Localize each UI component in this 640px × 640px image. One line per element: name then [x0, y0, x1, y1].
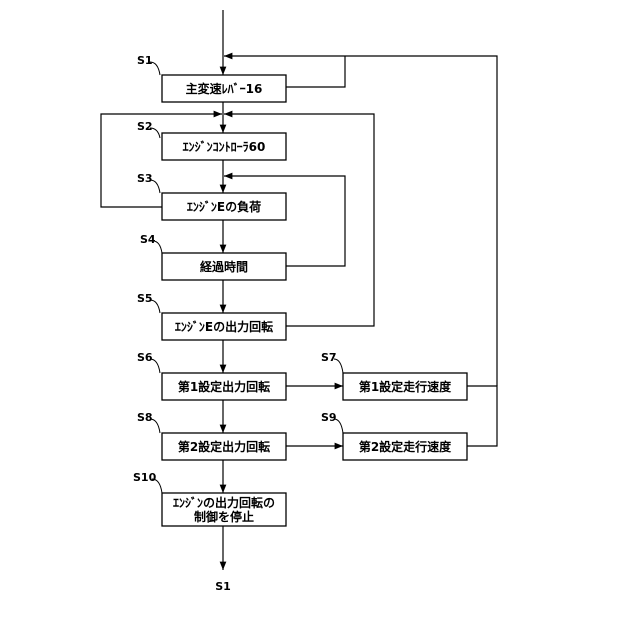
label-s8: S8 — [137, 411, 153, 424]
text-s5: ｴﾝｼﾞﾝEの出力回転 — [175, 319, 273, 334]
text-s8: 第2設定出力回転 — [178, 439, 270, 454]
feedback-s1-loop — [286, 56, 345, 87]
label-s2: S2 — [137, 120, 153, 133]
text-s7: 第1設定走行速度 — [359, 379, 452, 394]
text-s2: ｴﾝｼﾞﾝｺﾝﾄﾛｰﾗ60 — [183, 139, 266, 154]
label-s9: S9 — [321, 411, 337, 424]
text-s4: 経過時間 — [200, 259, 248, 274]
label-s5: S5 — [137, 292, 153, 305]
label-s6: S6 — [137, 351, 153, 364]
label-s10: S10 — [133, 471, 157, 484]
end-label: S1 — [215, 580, 231, 593]
label-s7: S7 — [321, 351, 337, 364]
text-s1: 主変速ﾚﾊﾞｰ16 — [186, 81, 263, 96]
label-s3: S3 — [137, 172, 153, 185]
text-s6: 第1設定出力回転 — [178, 379, 270, 394]
text-s3: ｴﾝｼﾞﾝEの負荷 — [187, 199, 261, 214]
text-s10-line1: ｴﾝｼﾞﾝの出力回転の — [173, 495, 275, 510]
label-s1: S1 — [137, 54, 153, 67]
feedback-s7-s9-to-s1 — [467, 386, 497, 446]
text-s10-line2: 制御を停止 — [194, 509, 254, 524]
label-s4: S4 — [140, 233, 156, 246]
text-s9: 第2設定走行速度 — [359, 439, 452, 454]
